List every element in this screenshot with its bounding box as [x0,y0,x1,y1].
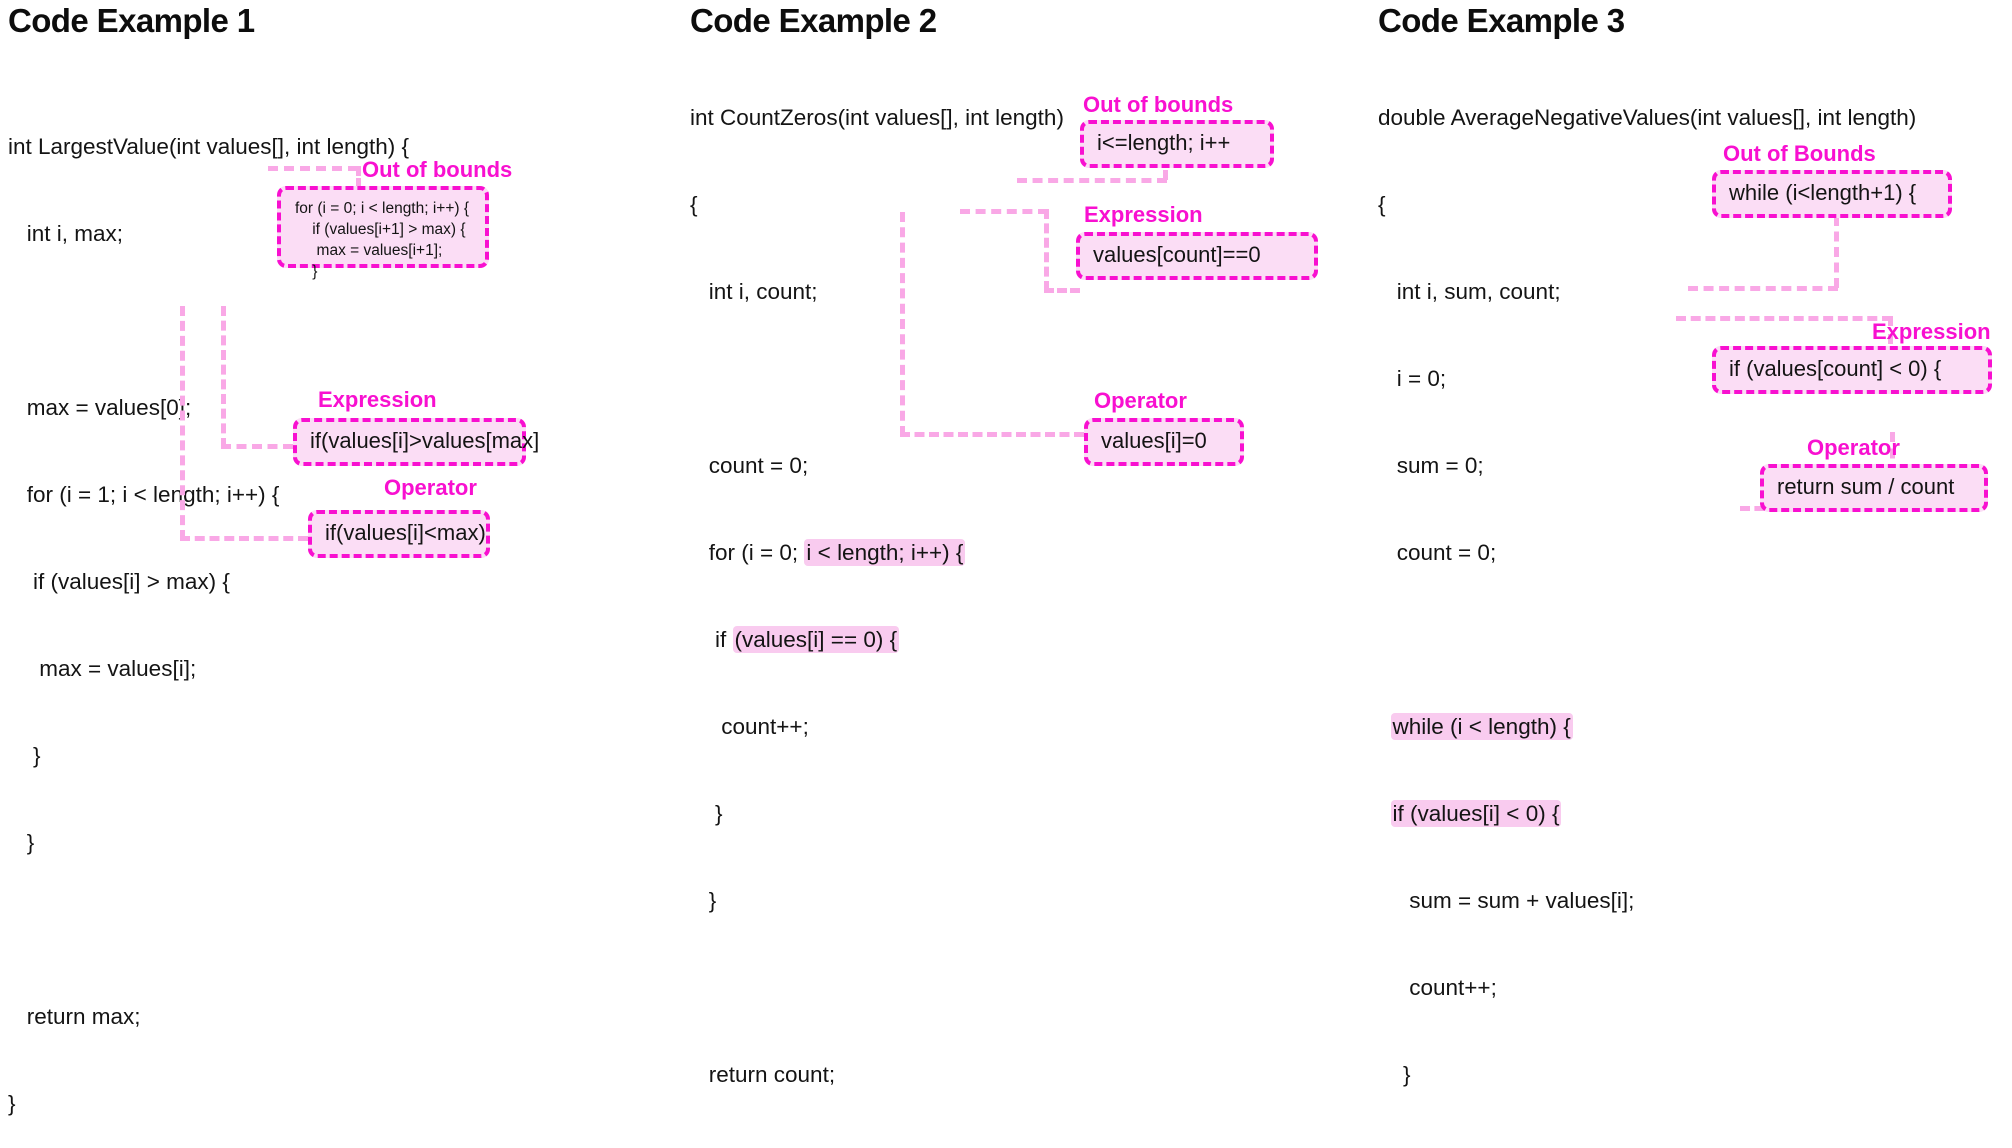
annotation-label-operator-2: Operator [1094,388,1187,413]
code-line: return max; [8,1003,141,1029]
connector-segment [1834,216,1839,288]
code-line-for-loop: for (i = 0; i < length; i++) { [690,538,966,566]
annotation-box-operator-1: if(values[i]<max) [308,510,490,558]
connector-segment [1044,288,1080,293]
code-line: count++; [690,713,809,739]
connector-segment [960,209,1048,214]
code-example-2-column: Code Example 2 int CountZeros(int values… [690,0,1350,1148]
code-line: } [8,1090,16,1116]
connector-segment [268,166,358,171]
code-line: int LargestValue(int values[], int lengt… [8,133,410,159]
code-line: max = values[0]; [8,394,192,420]
connector-segment [221,306,226,448]
code-line: } [1378,1061,1411,1087]
page-title-example-2: Code Example 2 [690,2,937,39]
code-line: { [1378,191,1386,217]
connector-segment [1044,209,1049,291]
code-line-if: if (values[i] == 0) { [690,625,900,653]
annotation-box-expression-3: if (values[count] < 0) { [1712,346,1992,394]
code-line: { [690,191,698,217]
code-line: } [690,887,717,913]
annotation-box-out-of-bounds-1: for (i = 0; i < length; i++) { if (value… [277,186,489,280]
code-line: return count; [690,1061,836,1087]
code-line: int i, max; [8,220,124,246]
code-line: int CountZeros(int values[], int length) [690,104,1064,130]
code-line: double AverageNegativeValues(int values[… [1378,104,1917,130]
annotation-box-expression-2: values[count]==0 [1076,232,1318,280]
code-line: i++; [1378,1147,2012,1148]
code-line: } [690,800,723,826]
code-line: int i, sum, count; [1378,278,1561,304]
connector-segment [180,306,185,540]
code-line: i = 0; [1378,365,1447,391]
code-line: count++; [1378,974,1497,1000]
code-line: } [8,829,35,855]
annotation-box-operator-2: values[i]=0 [1084,418,1244,466]
code-line: for (i = 1; i < length; i++) { [8,481,280,507]
code-line [690,364,1350,393]
connector-segment [900,432,1084,437]
annotation-label-out-of-bounds-3: Out of Bounds [1723,141,1876,166]
annotation-label-out-of-bounds-1: Out of bounds [362,157,513,182]
code-line [8,915,668,944]
code-line: max = values[i]; [8,655,197,681]
code-line [1378,625,2012,654]
annotation-box-operator-3: return sum / count [1760,464,1988,512]
code-line: } [690,1147,1350,1148]
code-line: count = 0; [1378,539,1497,565]
inline-highlight: if (values[i] < 0) { [1390,799,1562,827]
code-line [690,973,1350,1002]
inline-highlight: (values[i] == 0) { [732,625,900,653]
code-line-while: while (i < length) { [1378,712,2012,741]
code-line-if: if (values[i] < 0) { [1378,799,2012,828]
connector-segment [1676,316,1892,321]
connector-segment [221,444,293,449]
annotation-label-expression-1: Expression [318,387,437,412]
page-title-example-3: Code Example 3 [1378,2,1625,39]
connector-segment [1888,316,1893,344]
annotation-label-operator-3: Operator [1807,435,1900,460]
annotation-label-expression-3: Expression [1872,319,1991,344]
page-title-example-1: Code Example 1 [8,2,255,39]
annotation-box-expression-1: if(values[i]>values[max] [293,418,539,466]
code-line: int i, count; [690,278,818,304]
code-line: } [8,742,41,768]
annotation-label-out-of-bounds-2: Out of bounds [1083,92,1234,117]
code-line: sum = 0; [1378,452,1484,478]
code-line: if (values[i] > max) { [8,568,230,594]
slide-canvas: Code Example 1 int LargestValue(int valu… [8,2,1992,1116]
code-line: sum = sum + values[i]; [1378,887,1635,913]
inline-highlight: while (i < length) { [1390,712,1573,740]
connector-segment [1017,178,1167,183]
annotation-box-out-of-bounds-2: i<=length; i++ [1080,120,1274,168]
annotation-box-out-of-bounds-3: while (i<length+1) { [1712,170,1952,218]
connector-segment [180,536,308,541]
code-line: count = 0; [690,452,809,478]
connector-segment [356,166,361,200]
annotation-label-operator-1: Operator [384,475,477,500]
code-example-1-column: Code Example 1 int LargestValue(int valu… [8,0,668,1148]
connector-segment [1688,286,1838,291]
code-line [8,306,668,335]
inline-highlight: i < length; i++) { [804,538,966,566]
connector-segment [900,212,905,436]
annotation-label-expression-2: Expression [1084,202,1203,227]
